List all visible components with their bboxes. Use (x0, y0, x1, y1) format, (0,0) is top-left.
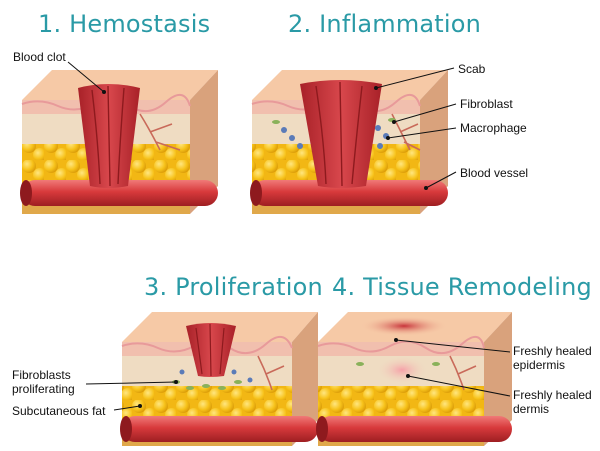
label-freshly-healed-dermis: Freshly healed dermis (513, 388, 592, 416)
label-epidermis-line2: epidermis (513, 358, 592, 372)
label-subcutaneous-fat: Subcutaneous fat (12, 404, 105, 418)
label-blood-clot: Blood clot (13, 50, 66, 64)
label-dermis-line2: dermis (513, 402, 592, 416)
label-fibroblasts-line1: Fibroblasts (12, 368, 75, 382)
skin-block-tissue-remodeling (316, 312, 512, 446)
label-dermis-line1: Freshly healed (513, 388, 592, 402)
label-fibroblasts-proliferating: Fibroblasts proliferating (12, 368, 75, 396)
skin-block-hemostasis (20, 70, 218, 214)
blood-vessel (318, 416, 512, 442)
skin-block-inflammation (250, 70, 448, 214)
label-scab: Scab (458, 62, 485, 76)
blood-vessel (122, 416, 318, 442)
label-macrophage: Macrophage (460, 121, 527, 135)
label-blood-vessel: Blood vessel (460, 166, 528, 180)
skin-block-proliferation (120, 312, 318, 446)
label-fibroblast: Fibroblast (460, 97, 513, 111)
label-freshly-healed-epidermis: Freshly healed epidermis (513, 344, 592, 372)
label-fibroblasts-line2: proliferating (12, 382, 75, 396)
label-epidermis-line1: Freshly healed (513, 344, 592, 358)
